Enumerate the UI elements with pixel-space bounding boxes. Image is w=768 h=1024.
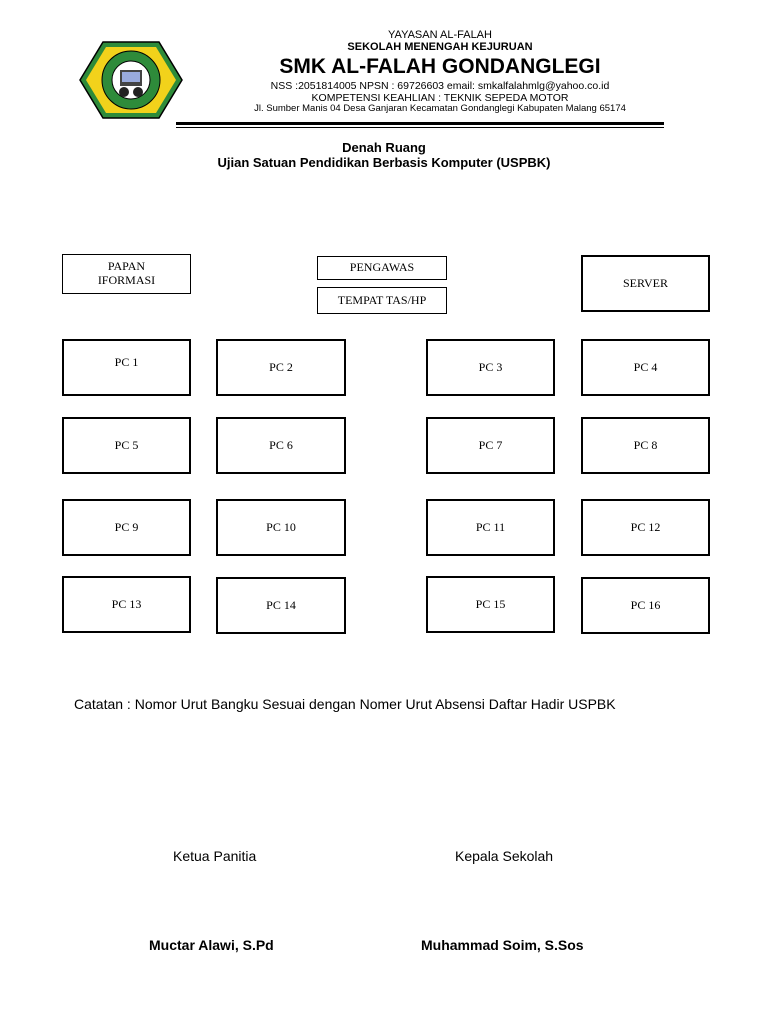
document-subtitle: Ujian Satuan Pendidikan Berbasis Kompute… xyxy=(217,155,551,170)
document-title: Denah Ruang xyxy=(342,140,426,155)
right-signature-role: Kepala Sekolah xyxy=(455,848,554,864)
left-signature-name: Muctar Alawi, S.Pd xyxy=(149,937,274,953)
header-rule-thin xyxy=(176,127,664,128)
pc-desk-13: PC 13 xyxy=(62,576,191,633)
pc-desk-6: PC 6 xyxy=(216,417,346,474)
pc-desk-7: PC 7 xyxy=(426,417,555,474)
school-ids: NSS :2051814005 NPSN : 69726603 email: s… xyxy=(270,80,610,92)
pc-desk-11: PC 11 xyxy=(426,499,555,556)
pc-desk-9: PC 9 xyxy=(62,499,191,556)
pc-desk-3: PC 3 xyxy=(426,339,555,396)
pc-desk-12: PC 12 xyxy=(581,499,710,556)
pc-desk-8: PC 8 xyxy=(581,417,710,474)
competency: KOMPETENSI KEAHLIAN : TEKNIK SEPEDA MOTO… xyxy=(311,92,569,104)
school-name: SMK AL-FALAH GONDANGLEGI xyxy=(279,55,601,78)
school-logo xyxy=(79,41,183,119)
foundation-name: YAYASAN AL-FALAH xyxy=(388,29,492,41)
note: Catatan : Nomor Urut Bangku Sesuai denga… xyxy=(74,696,616,712)
pc-desk-5: PC 5 xyxy=(62,417,191,474)
info-board: PAPAN IFORMASI xyxy=(62,254,191,294)
pc-desk-10: PC 10 xyxy=(216,499,346,556)
pc-desk-4: PC 4 xyxy=(581,339,710,396)
pc-desk-16: PC 16 xyxy=(581,577,710,634)
header-rule xyxy=(176,122,664,125)
right-signature-name: Muhammad Soim, S.Sos xyxy=(421,937,584,953)
school-type: SEKOLAH MENENGAH KEJURUAN xyxy=(347,41,533,53)
supervisor-desk: PENGAWAS xyxy=(317,256,447,280)
bag-place: TEMPAT TAS/HP xyxy=(317,287,447,314)
pc-desk-15: PC 15 xyxy=(426,576,555,633)
school-address: Jl. Sumber Manis 04 Desa Ganjaran Kecama… xyxy=(254,103,626,114)
left-signature-role: Ketua Panitia xyxy=(173,848,257,864)
server-desk: SERVER xyxy=(581,255,710,312)
pc-desk-2: PC 2 xyxy=(216,339,346,396)
pc-desk-14: PC 14 xyxy=(216,577,346,634)
pc-desk-1: PC 1 xyxy=(62,339,191,396)
